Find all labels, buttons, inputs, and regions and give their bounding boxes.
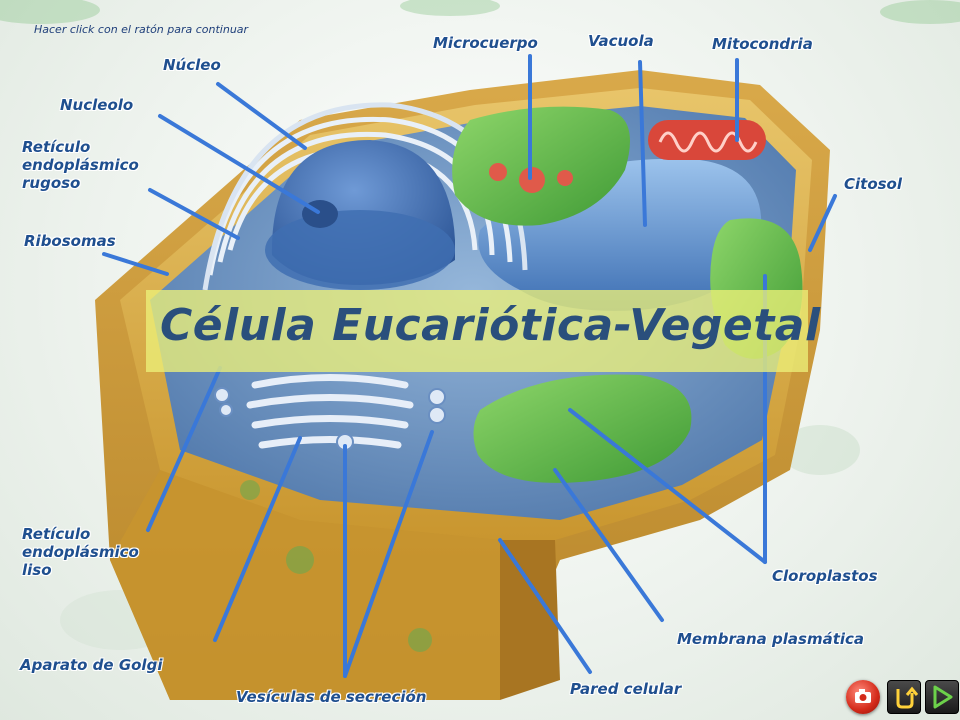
return-icon: [896, 686, 919, 709]
continue-hint: Hacer click con el ratón para continuar: [34, 23, 249, 36]
title-band: [146, 290, 808, 372]
camera-button[interactable]: [846, 680, 880, 714]
arrow-pared: [498, 538, 592, 674]
label-rel-line-2: endoplásmico: [22, 543, 139, 561]
wall-spheres: [240, 480, 432, 652]
label-microcuerpo: Microcuerpo: [433, 34, 538, 52]
arrow-membrana: [553, 468, 664, 622]
next-icon: [933, 685, 953, 709]
chloroplast: [473, 374, 692, 483]
arrow-cloroplastos-2: [568, 408, 767, 564]
label-rer-line-3: rugoso: [22, 174, 81, 192]
label-nucleo: Núcleo: [163, 56, 221, 74]
arrow-nucleo: [216, 82, 307, 150]
golgi-apparatus: [246, 374, 414, 449]
label-membrana: Membrana plasmática: [677, 630, 865, 648]
label-rel-line-1: Retículo: [22, 525, 91, 543]
arrow-vesiculas-2: [343, 430, 434, 678]
arrow-citosol: [808, 194, 837, 252]
arrow-rer: [148, 188, 240, 240]
label-golgi: Aparato de Golgi: [20, 656, 163, 674]
microbodies: [489, 163, 573, 193]
label-vesiculas: Vesículas de secreción: [236, 688, 427, 706]
secretory-vesicles: [214, 387, 446, 451]
arrow-ser: [146, 366, 222, 532]
label-rer-line-2: endoplásmico: [22, 156, 139, 174]
nucleus: [265, 140, 455, 290]
arrow-nucleolo: [158, 114, 320, 214]
slide-title: Célula Eucariótica-Vegetal: [160, 300, 821, 351]
label-rer-line-1: Retículo: [22, 138, 91, 156]
label-cloroplastos: Cloroplastos: [772, 567, 878, 585]
label-ribosomas: Ribosomas: [24, 232, 116, 250]
label-rel-line-3: liso: [22, 561, 52, 579]
next-button[interactable]: [925, 680, 959, 714]
arrow-golgi: [213, 436, 302, 642]
camera-icon: [855, 689, 871, 703]
return-button[interactable]: [887, 680, 921, 714]
chloroplast: [452, 106, 630, 226]
label-nucleolo: Nucleolo: [60, 96, 134, 114]
arrow-ribosomas: [102, 252, 169, 276]
label-mitocondria: Mitocondria: [712, 35, 813, 53]
label-vacuola: Vacuola: [588, 32, 654, 50]
background-decoration: [0, 0, 960, 650]
mitochondrion: [648, 120, 766, 160]
arrow-vacuola: [638, 60, 647, 227]
label-pared: Pared celular: [570, 680, 682, 698]
label-citosol: Citosol: [844, 175, 903, 193]
